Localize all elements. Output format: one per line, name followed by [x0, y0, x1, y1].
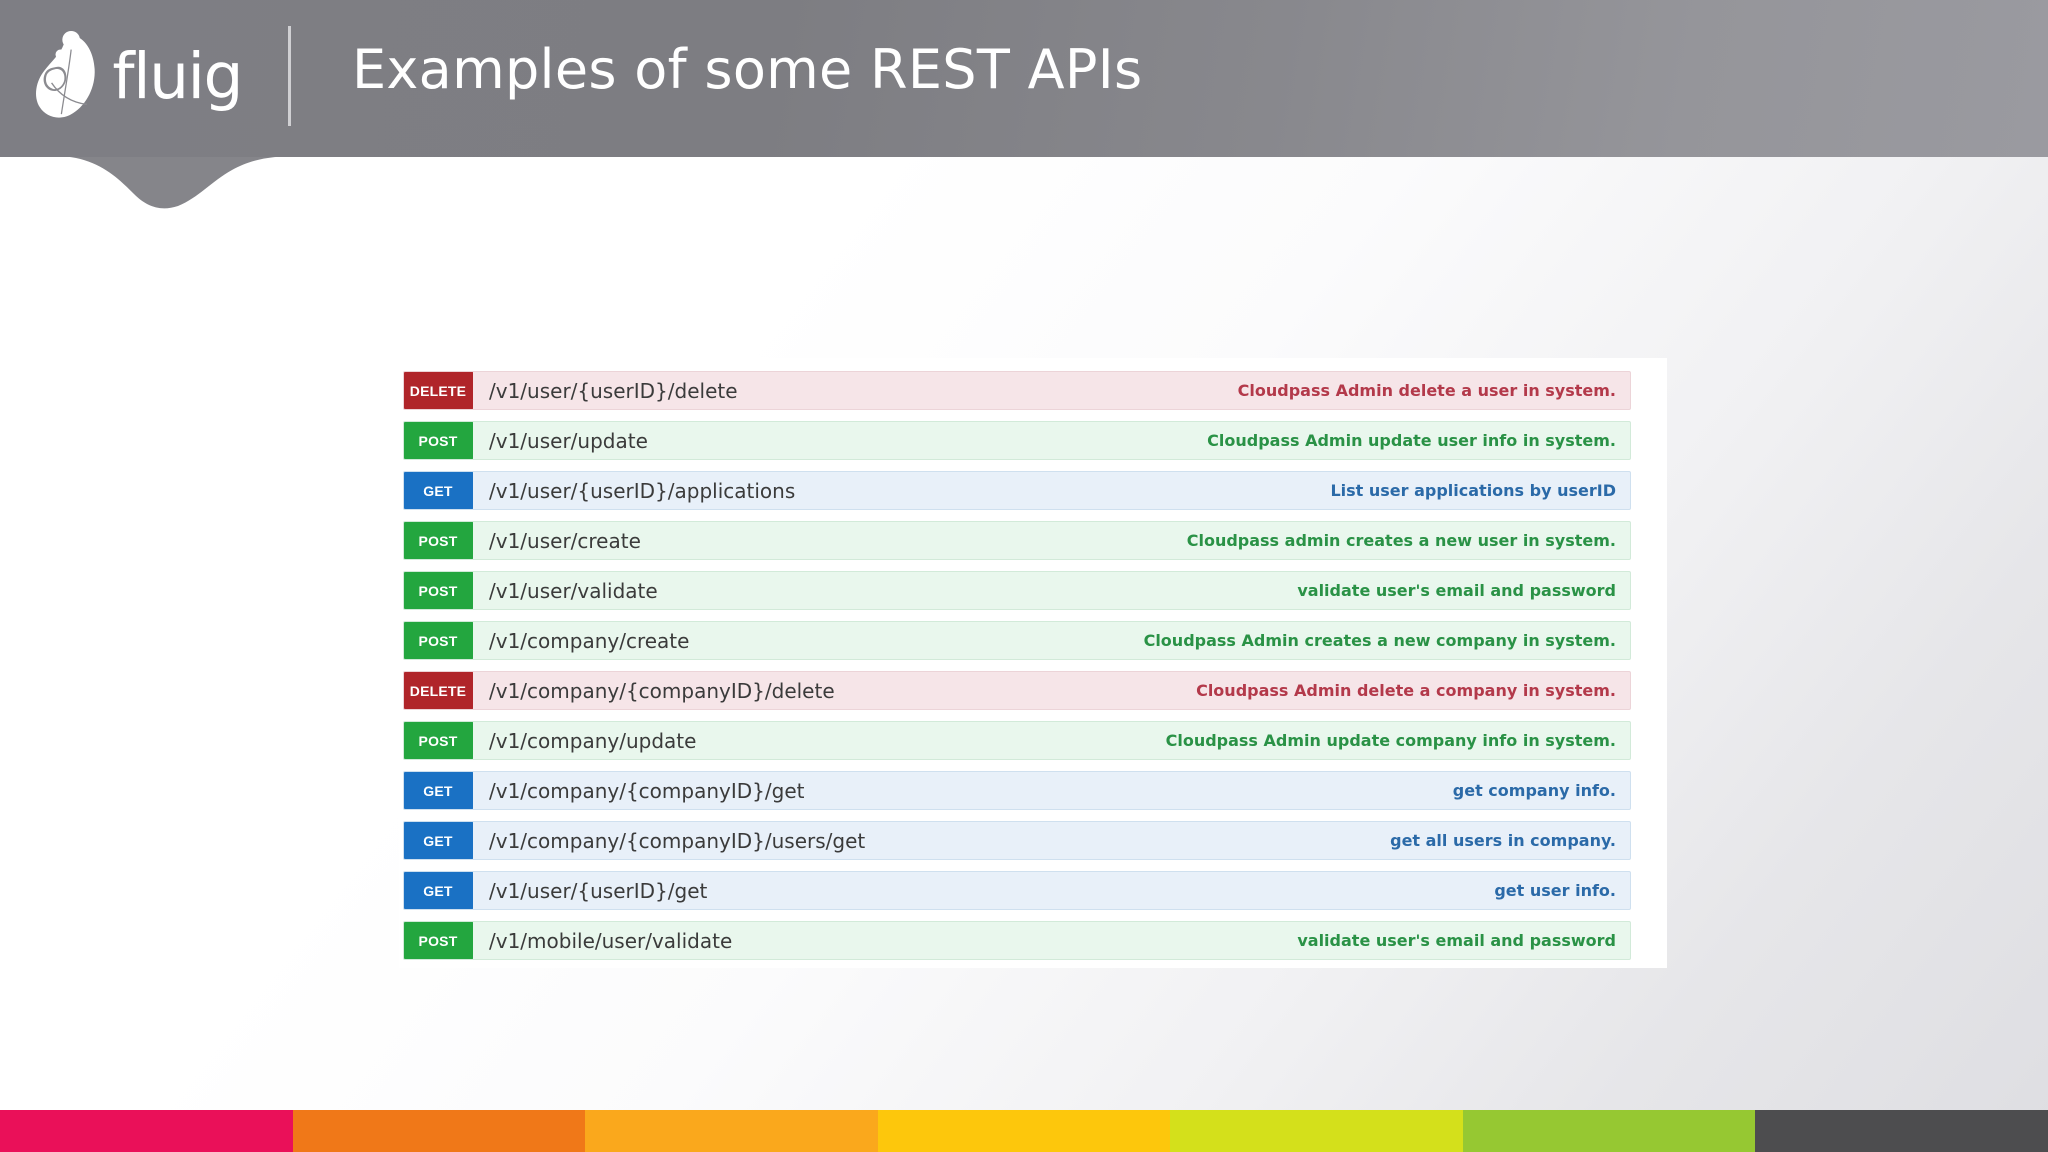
api-description: Cloudpass Admin update user info in syst…: [1207, 431, 1616, 450]
api-description: Cloudpass Admin update company info in s…: [1165, 731, 1616, 750]
api-path: /v1/user/validate: [489, 578, 658, 603]
api-path: /v1/mobile/user/validate: [489, 928, 733, 953]
api-description: validate user's email and password: [1297, 931, 1616, 950]
api-description: List user applications by userID: [1330, 481, 1616, 500]
api-row[interactable]: DELETE/v1/company/{companyID}/delete Clou…: [403, 671, 1631, 710]
color-bar-segment-6: [1462, 1110, 1756, 1152]
api-description: Cloudpass Admin delete a user in system.: [1237, 381, 1616, 400]
api-description: get company info.: [1452, 781, 1616, 800]
api-row[interactable]: DELETE/v1/user/{userID}/delete Cloudpass …: [403, 371, 1631, 410]
http-method-badge: DELETE: [404, 372, 473, 409]
http-method-badge: POST: [404, 922, 473, 959]
header-divider: [288, 26, 291, 126]
api-path: /v1/company/{companyID}/get: [489, 778, 805, 803]
http-method-badge: POST: [404, 622, 473, 659]
api-row[interactable]: POST/v1/company/update Cloudpass Admin up…: [403, 721, 1631, 760]
slide-header: fluig Examples of some REST APIs: [0, 0, 2048, 157]
http-method-badge: POST: [404, 422, 473, 459]
api-path: /v1/company/{companyID}/users/get: [489, 828, 866, 853]
http-method-badge: GET: [404, 772, 473, 809]
api-row[interactable]: GET/v1/company/{companyID}/users/get get …: [403, 821, 1631, 860]
api-row[interactable]: GET/v1/user/{userID}/applications List us…: [403, 471, 1631, 510]
api-path: /v1/user/{userID}/applications: [489, 478, 796, 503]
fluig-droplet-logo-icon: [36, 30, 95, 118]
http-method-badge: POST: [404, 522, 473, 559]
page-title: Examples of some REST APIs: [352, 38, 1143, 101]
http-method-badge: GET: [404, 472, 473, 509]
http-method-badge: GET: [404, 822, 473, 859]
api-description: get all users in company.: [1390, 831, 1616, 850]
http-method-badge: POST: [404, 572, 473, 609]
api-row[interactable]: POST/v1/user/validate validate user's ema…: [403, 571, 1631, 610]
http-method-badge: GET: [404, 872, 473, 909]
api-path: /v1/user/update: [489, 428, 648, 453]
http-method-badge: DELETE: [404, 672, 473, 709]
color-bar-segment-3: [585, 1110, 878, 1152]
color-bar-segment-4: [877, 1110, 1171, 1152]
header-drip-shape: [0, 150, 420, 209]
api-description: get user info.: [1494, 881, 1616, 900]
api-row[interactable]: POST/v1/mobile/user/validate validate use…: [403, 921, 1631, 960]
api-path: /v1/company/create: [489, 628, 690, 653]
brand-logo: fluig: [32, 22, 243, 127]
brand-wordmark: fluig: [112, 40, 243, 113]
color-bar-segment-5: [1170, 1110, 1463, 1152]
api-path: /v1/user/{userID}/get: [489, 878, 708, 903]
api-path: /v1/user/{userID}/delete: [489, 378, 738, 403]
api-description: validate user's email and password: [1297, 581, 1616, 600]
api-row[interactable]: POST/v1/company/create Cloudpass Admin cr…: [403, 621, 1631, 660]
api-row[interactable]: POST/v1/user/create Cloudpass admin creat…: [403, 521, 1631, 560]
api-row[interactable]: GET/v1/user/{userID}/get get user info.: [403, 871, 1631, 910]
api-description: Cloudpass Admin delete a company in syst…: [1196, 681, 1616, 700]
color-bar-segment-7: [1755, 1110, 2048, 1152]
api-row[interactable]: GET/v1/company/{companyID}/get get compan…: [403, 771, 1631, 810]
api-path: /v1/company/{companyID}/delete: [489, 678, 835, 703]
footer-color-bar: [0, 1110, 2048, 1152]
api-description: Cloudpass Admin creates a new company in…: [1143, 631, 1616, 650]
api-path: /v1/user/create: [489, 528, 641, 553]
http-method-badge: POST: [404, 722, 473, 759]
color-bar-segment-2: [292, 1110, 586, 1152]
api-path: /v1/company/update: [489, 728, 697, 753]
api-row[interactable]: POST/v1/user/update Cloudpass Admin updat…: [403, 421, 1631, 460]
color-bar-segment-1: [0, 1110, 293, 1152]
api-description: Cloudpass admin creates a new user in sy…: [1186, 531, 1616, 550]
